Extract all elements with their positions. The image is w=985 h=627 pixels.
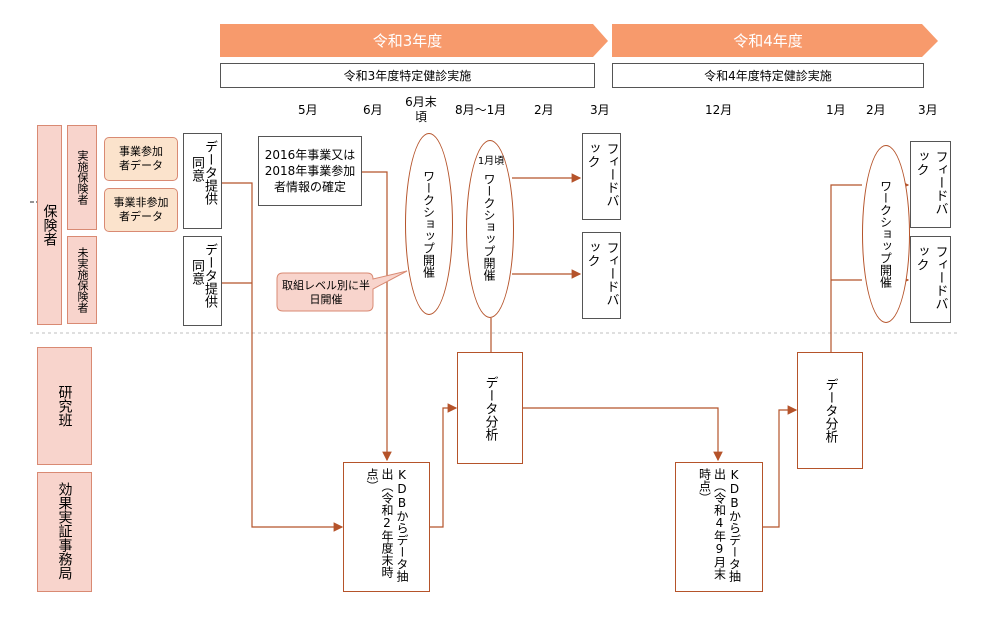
workshop-ellipse-1: ワークショップ開催	[405, 133, 453, 315]
month-feb-2: 2月	[866, 103, 886, 117]
line-analysis2-up	[830, 184, 862, 352]
year2-band-shape	[612, 24, 938, 57]
consent-2: 同意	[189, 259, 204, 285]
line-confirm-to-kdb	[362, 171, 392, 462]
consent-1: 同意	[189, 156, 204, 182]
callout-half-day: 取組レベル別に半日開催	[282, 279, 370, 306]
year1-band-shape	[220, 24, 608, 57]
consent-data-box-1: データ提供 同意	[183, 133, 222, 229]
line-kdb-to-analysis	[430, 403, 458, 528]
kdb-1-label: KDBからデータ抽出（令和2年度末時点）	[365, 468, 409, 582]
row-secretariat-label: 効果実証事務局	[56, 482, 73, 580]
row-non-implementing: 未実施保険者	[67, 236, 97, 324]
analysis-2-label: データ分析	[822, 378, 838, 443]
line-analysis-to-kdb2	[523, 407, 723, 462]
non-participant-data: 事業非参加者データ	[104, 188, 178, 232]
analysis-1-label: データ分析	[482, 375, 498, 441]
analysis-box-1: データ分析	[457, 352, 523, 464]
data-provide-2: データ提供	[202, 243, 217, 308]
line-data-to-kdb	[222, 182, 344, 532]
data-provide-1: データ提供	[202, 140, 217, 205]
row-implementing: 実施保険者	[67, 125, 97, 230]
workshop-2-note: 1月頃	[477, 156, 505, 167]
feedback-1-label: フィードバック	[584, 141, 619, 207]
kdb-box-1: KDBからデータ抽出（令和2年度末時点）	[343, 462, 430, 592]
consent-data-box-2: データ提供 同意	[183, 236, 222, 326]
row-secretariat: 効果実証事務局	[37, 472, 92, 592]
workshop-3-label: ワークショップ開催	[878, 180, 893, 288]
feedback-4-label: フィードバック	[913, 244, 948, 310]
row-implementing-label: 実施保険者	[76, 150, 89, 205]
workshop-ellipse-3: ワークショップ開催	[862, 145, 910, 323]
row-research-label: 研究班	[56, 385, 73, 427]
month-feb: 2月	[534, 103, 554, 117]
row-non-implementing-label: 未実施保険者	[76, 247, 89, 313]
year1-band: 令和3年度	[372, 32, 443, 50]
callout-shape	[276, 270, 408, 312]
row-insurer-label: 保険者	[41, 204, 58, 246]
participant-data: 事業参加者データ	[104, 137, 178, 181]
row-insurer: 保険者	[37, 125, 62, 325]
line-kdb2-to-analysis2	[763, 405, 798, 528]
feedback-box-3: フィードバック	[910, 141, 951, 228]
feedback-3-label: フィードバック	[913, 149, 948, 215]
month-june-end: 6月末頃	[405, 95, 437, 124]
feedback-box-4: フィードバック	[910, 236, 951, 323]
feedback-box-2: フィードバック	[582, 232, 621, 319]
year2-implementation: 令和4年度特定健診実施	[612, 63, 924, 88]
feedback-2-label: フィードバック	[584, 240, 619, 306]
kdb-box-2: KDBからデータ抽出（令和4年9月末時点）	[675, 462, 763, 592]
month-may: 5月	[298, 103, 318, 117]
workshop-ellipse-2: 1月頃 ワークショップ開催	[466, 140, 514, 318]
month-mar-2: 3月	[918, 103, 938, 117]
year1-implementation: 令和3年度特定健診実施	[220, 63, 595, 88]
row-research: 研究班	[37, 347, 92, 465]
feedback-box-1: フィードバック	[582, 133, 621, 220]
month-aug-jan: 8月～1月	[455, 103, 507, 117]
month-june: 6月	[363, 103, 383, 117]
month-dec: 12月	[705, 103, 733, 117]
month-mar: 3月	[590, 103, 610, 117]
workshop-1-label: ワークショップ開催	[421, 170, 436, 278]
year2-band: 令和4年度	[733, 32, 803, 50]
month-jan-2: 1月	[826, 103, 846, 117]
kdb-2-label: KDBからデータ抽出（令和4年9月末時点）	[697, 468, 742, 582]
workshop-2-label: ワークショップ開催	[482, 173, 496, 281]
analysis-box-2: データ分析	[797, 352, 863, 469]
participant-confirm-box: 2016年事業又は2018年事業参加者情報の確定	[258, 136, 362, 206]
